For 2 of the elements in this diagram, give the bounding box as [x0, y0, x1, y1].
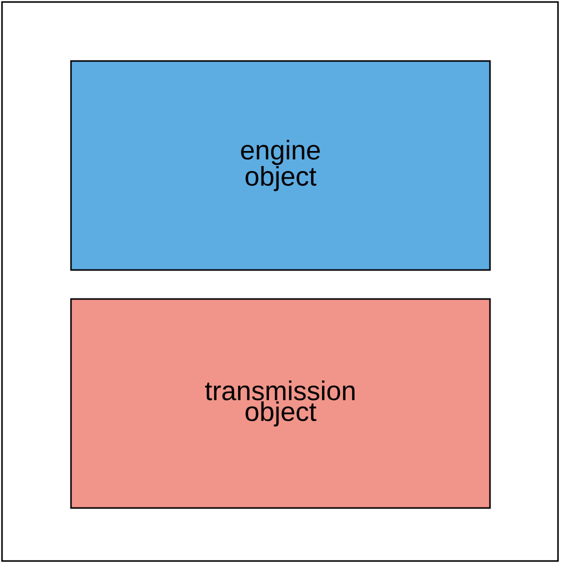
process-box: transmission object	[70, 298, 491, 509]
process-box: engine object	[70, 60, 491, 271]
